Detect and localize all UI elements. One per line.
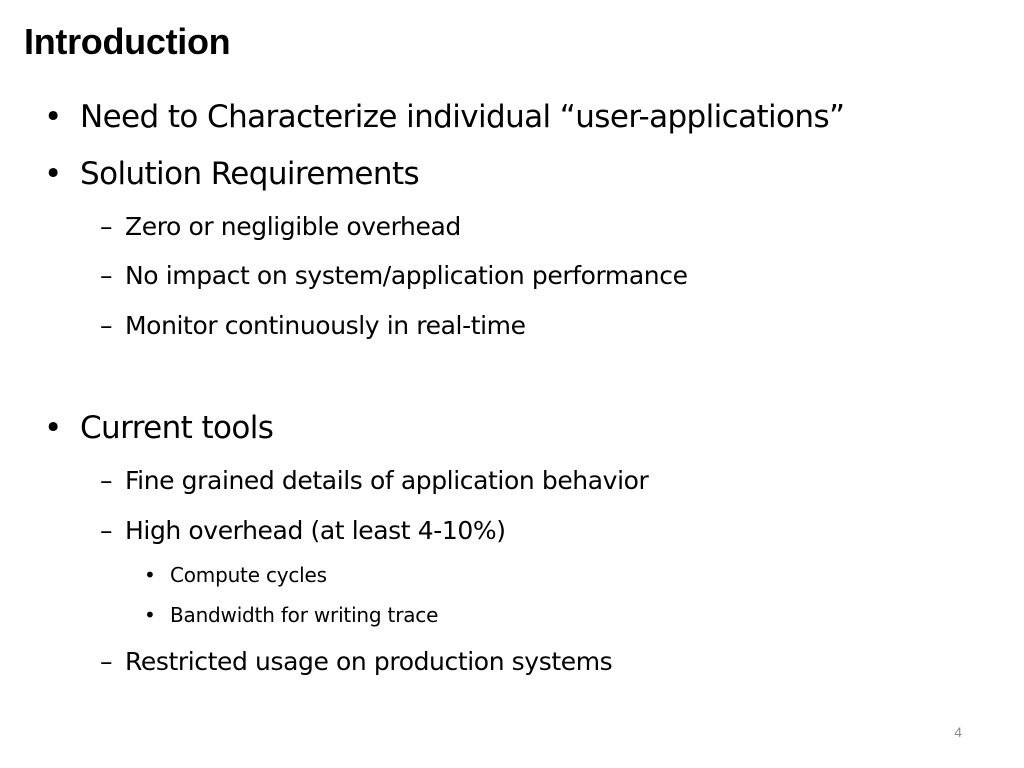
bullet-marker: • <box>144 563 156 587</box>
bullet-marker: • <box>44 410 63 446</box>
sub-item-fine-grained-details: Fine grained details of application beha… <box>125 466 649 495</box>
sub-item-no-impact: No impact on system/application performa… <box>125 261 688 290</box>
sub-item-zero-overhead: Zero or negligible overhead <box>125 212 461 241</box>
bullet-marker: • <box>44 156 63 192</box>
dash-marker: – <box>100 466 113 495</box>
dash-marker: – <box>100 516 113 545</box>
sub-sub-item-compute-cycles: Compute cycles <box>170 563 327 587</box>
bullet-item-solution-requirements: Solution Requirements <box>80 156 420 192</box>
bullet-item-current-tools: Current tools <box>80 410 274 446</box>
bullet-marker: • <box>144 603 156 627</box>
sub-item-monitor-continuously: Monitor continuously in real-time <box>125 311 526 340</box>
bullet-item-need-to-characterize: Need to Characterize individual “user-ap… <box>80 99 845 135</box>
dash-marker: – <box>100 311 113 340</box>
dash-marker: – <box>100 261 113 290</box>
sub-item-high-overhead: High overhead (at least 4-10%) <box>125 516 506 545</box>
sub-sub-item-bandwidth: Bandwidth for writing trace <box>170 603 439 627</box>
bullet-marker: • <box>44 99 63 135</box>
slide-title: Introduction <box>24 21 231 62</box>
slide-number: 4 <box>954 724 962 740</box>
dash-marker: – <box>100 212 113 241</box>
dash-marker: – <box>100 647 113 676</box>
sub-item-restricted-usage: Restricted usage on production systems <box>125 647 613 676</box>
